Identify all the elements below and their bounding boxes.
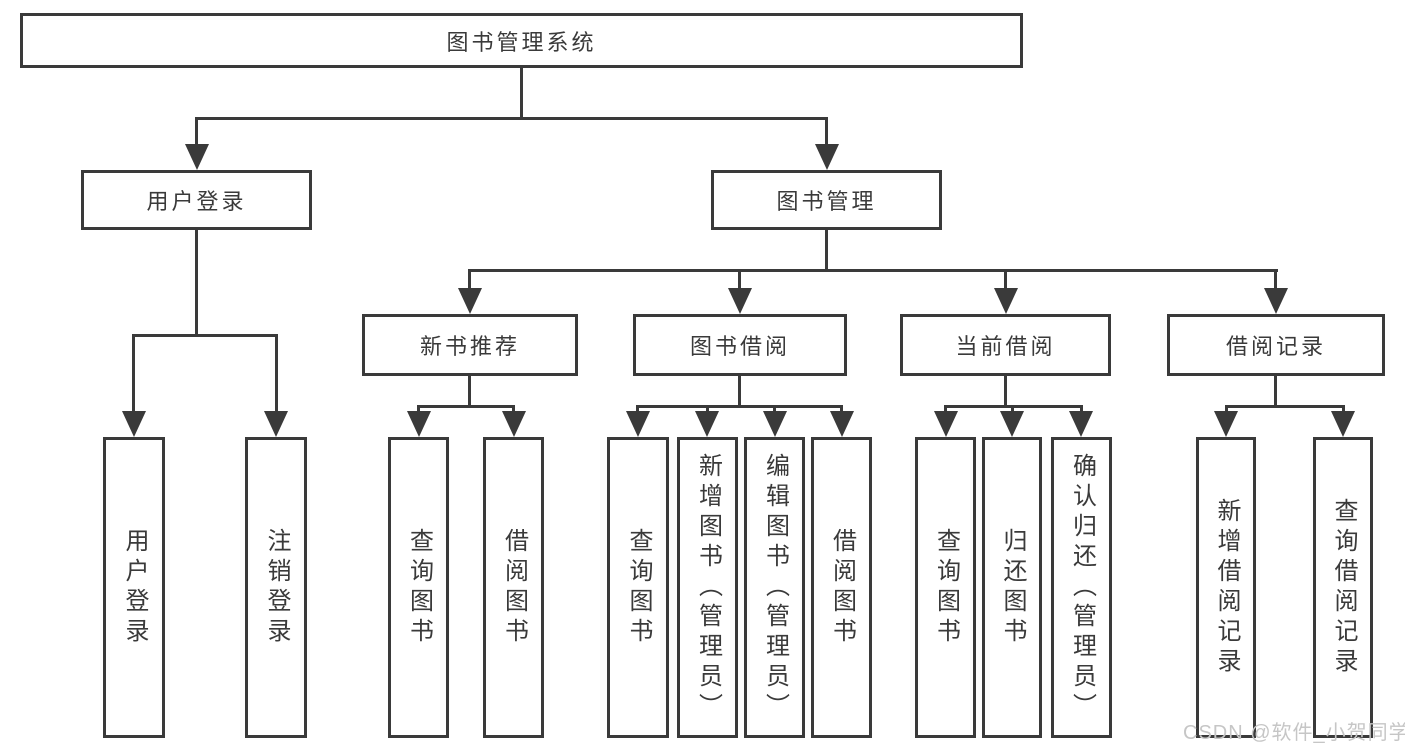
connector-arrowhead (1331, 411, 1355, 437)
node-book-management: 图书管理 (711, 170, 942, 230)
connector-line-vertical (738, 269, 741, 291)
connector-line-vertical (1342, 405, 1345, 415)
connector-line-vertical (840, 405, 843, 415)
connector-line-vertical (636, 405, 639, 415)
connector-arrowhead (1264, 288, 1288, 314)
connector-line-vertical (1274, 269, 1277, 291)
connector-line-vertical (520, 68, 523, 120)
node-add-books-admin: 新增图书（管理员） (677, 437, 738, 738)
node-label: 确认归还（管理员） (1068, 452, 1096, 723)
connector-line-vertical (1225, 405, 1228, 415)
connector-line-horizontal (636, 405, 843, 408)
node-label: 查询图书 (932, 527, 960, 648)
connector-line-vertical (1080, 405, 1083, 415)
node-label: 编辑图书（管理员） (761, 452, 789, 723)
connector-line-vertical (773, 405, 776, 415)
connector-line-vertical (195, 117, 198, 149)
node-label: 新增图书（管理员） (694, 452, 722, 723)
connector-line-vertical (417, 405, 420, 415)
connector-arrowhead (458, 288, 482, 314)
connector-arrowhead (122, 411, 146, 437)
node-label: 查询图书 (405, 527, 433, 648)
node-query-borrow-record: 查询借阅记录 (1313, 437, 1373, 738)
node-borrow-books: 借阅图书 (483, 437, 544, 738)
node-borrow-books: 借阅图书 (811, 437, 872, 738)
connector-line-vertical (738, 376, 741, 408)
connector-arrowhead (815, 144, 839, 170)
node-current-borrowing: 当前借阅 (900, 314, 1111, 376)
connector-line-vertical (825, 117, 828, 149)
node-edit-books-admin: 编辑图书（管理员） (744, 437, 805, 738)
connector-line-horizontal (468, 269, 1278, 272)
connector-line-horizontal (1225, 405, 1345, 408)
connector-arrowhead (1214, 411, 1238, 437)
node-confirm-return-admin: 确认归还（管理员） (1051, 437, 1112, 738)
connector-arrowhead (1069, 411, 1093, 437)
connector-line-horizontal (417, 405, 515, 408)
connector-line-vertical (1004, 269, 1007, 291)
connector-line-vertical (195, 230, 198, 337)
node-label: 查询借阅记录 (1330, 497, 1357, 678)
connector-line-vertical (1011, 405, 1014, 415)
connector-line-vertical (944, 405, 947, 415)
connector-line-vertical (512, 405, 515, 415)
node-label: 新增借阅记录 (1213, 497, 1240, 678)
connector-arrowhead (728, 288, 752, 314)
node-query-books: 查询图书 (388, 437, 449, 738)
node-user-login-leaf: 用户登录 (103, 437, 165, 738)
csdn-watermark: CSDN @软件_小贺同学 (1183, 722, 1405, 744)
node-label: 注销登录 (263, 527, 290, 648)
node-label: 借阅图书 (828, 527, 856, 648)
node-logout: 注销登录 (245, 437, 307, 738)
node-query-books: 查询图书 (915, 437, 976, 738)
connector-arrowhead (407, 411, 431, 437)
node-return-books: 归还图书 (982, 437, 1042, 738)
node-label: 用户登录 (121, 527, 148, 648)
connector-arrowhead (185, 144, 209, 170)
node-label: 借阅图书 (500, 527, 528, 648)
connector-line-vertical (468, 269, 471, 291)
connector-arrowhead (1000, 411, 1024, 437)
connector-arrowhead (763, 411, 787, 437)
node-label: 查询图书 (625, 527, 652, 648)
node-add-borrow-record: 新增借阅记录 (1196, 437, 1256, 738)
connector-arrowhead (626, 411, 650, 437)
connector-line-vertical (706, 405, 709, 415)
connector-arrowhead (502, 411, 526, 437)
node-book-borrowing: 图书借阅 (633, 314, 847, 376)
connector-line-vertical (1274, 376, 1277, 408)
connector-line-vertical (468, 376, 471, 408)
connector-line-horizontal (132, 334, 278, 337)
connector-line-vertical (132, 334, 135, 414)
node-label: 归还图书 (999, 527, 1026, 648)
connector-line-vertical (825, 230, 828, 272)
connector-arrowhead (830, 411, 854, 437)
node-user-login: 用户登录 (81, 170, 312, 230)
connector-line-vertical (275, 334, 278, 414)
connector-arrowhead (994, 288, 1018, 314)
node-borrowing-records: 借阅记录 (1167, 314, 1385, 376)
node-new-book-recommendation: 新书推荐 (362, 314, 578, 376)
connector-arrowhead (695, 411, 719, 437)
node-library-management-system: 图书管理系统 (20, 13, 1023, 68)
connector-line-vertical (1004, 376, 1007, 408)
connector-arrowhead (934, 411, 958, 437)
connector-line-horizontal (195, 117, 828, 120)
connector-arrowhead (264, 411, 288, 437)
node-query-books: 查询图书 (607, 437, 669, 738)
